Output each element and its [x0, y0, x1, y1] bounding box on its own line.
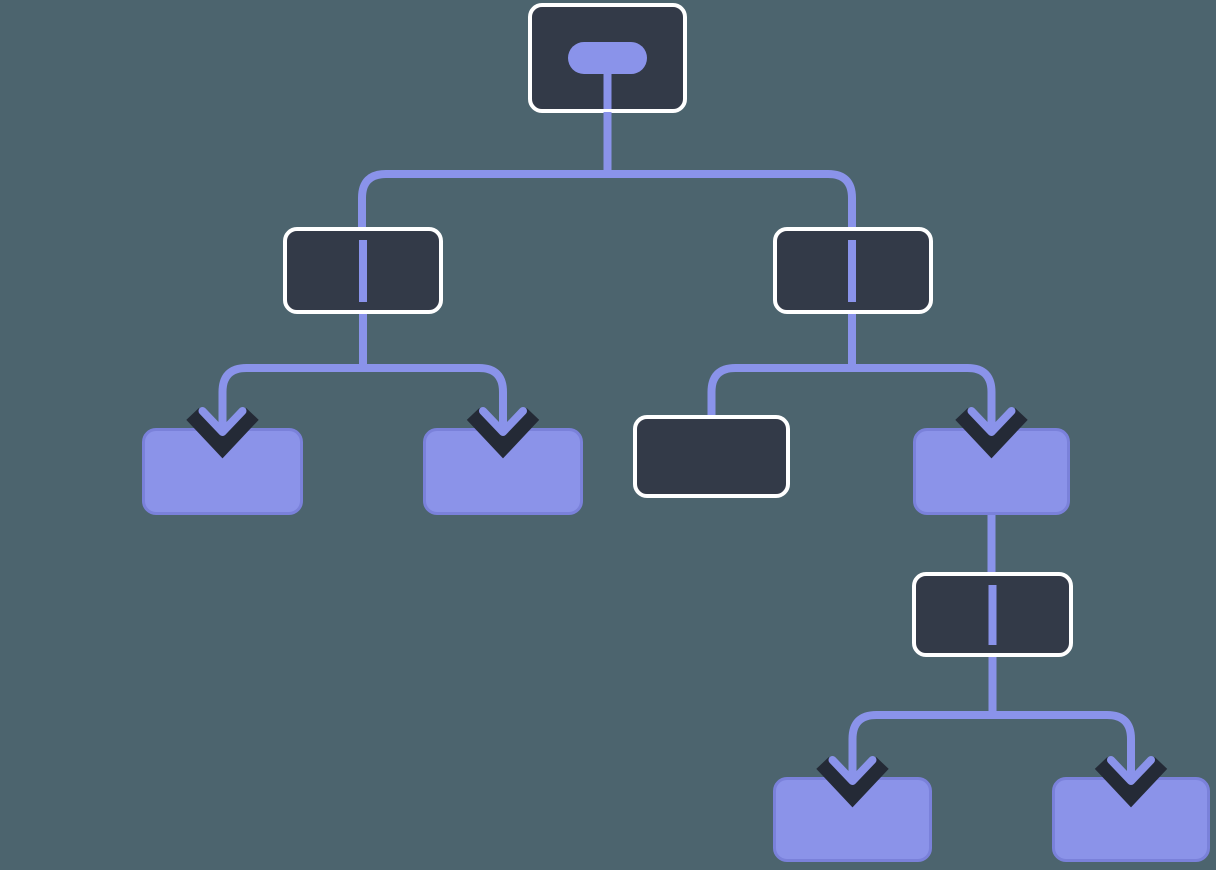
branch-node-bottom[interactable] [912, 572, 1073, 657]
leaf-node-5[interactable] [1052, 777, 1210, 862]
leaf-node-1[interactable] [142, 428, 303, 515]
edge-bottom-split [848, 711, 1135, 781]
leaf-node-3[interactable] [913, 428, 1070, 515]
dark-leaf-node[interactable] [633, 415, 790, 498]
branch-node-left[interactable] [283, 227, 443, 314]
leaf-node-2[interactable] [423, 428, 583, 515]
pill-placeholder [568, 42, 647, 74]
branch-node-right[interactable] [773, 227, 933, 314]
root-node[interactable] [528, 3, 687, 113]
edge-root-split [358, 170, 856, 227]
edge-left-split [218, 364, 507, 432]
leaf-node-4[interactable] [773, 777, 932, 862]
